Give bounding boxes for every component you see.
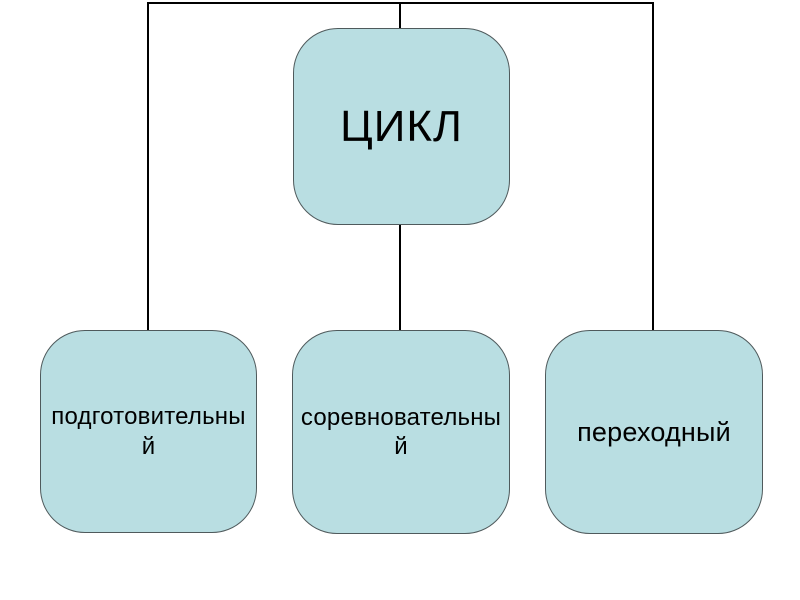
node-cycle-label: ЦИКЛ (340, 101, 463, 151)
node-preparatory-label: подготовительны й (51, 403, 246, 460)
node-cycle: ЦИКЛ (293, 28, 510, 225)
node-competitive-label: соревновательны й (300, 403, 502, 460)
connector-right-vertical (652, 2, 654, 330)
node-preparatory: подготовительны й (40, 330, 257, 533)
node-competitive: соревновательны й (292, 330, 510, 534)
connector-middle-vertical-upper (399, 2, 401, 29)
node-transitional: переходный (545, 330, 763, 534)
connector-left-vertical (147, 2, 149, 330)
node-transitional-label: переходный (577, 416, 731, 447)
connector-middle-vertical-lower (399, 224, 401, 330)
